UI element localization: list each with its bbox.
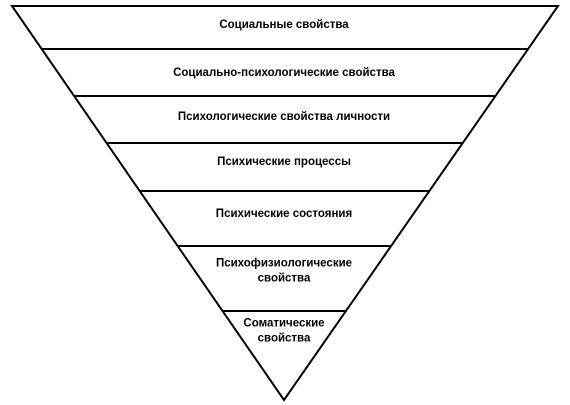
level-dividers	[41, 48, 529, 312]
level-7-label-line-1: Соматические	[243, 318, 324, 330]
pyramid-outline	[10, 5, 560, 402]
level-6-label-line-2: свойства	[258, 273, 311, 285]
level-3-label-line-1: Психологические свойства личности	[178, 111, 390, 123]
level-1-label-line-1: Социальные свойства	[219, 19, 349, 31]
level-labels: Социальные свойстваСоциально-психологиче…	[173, 19, 395, 345]
level-7-label-line-2: свойства	[258, 333, 311, 345]
level-4-label-line-1: Психические процессы	[217, 156, 351, 168]
level-6-label-line-1: Психофизиологические	[216, 258, 352, 270]
level-5-label-line-1: Психические состояния	[216, 208, 352, 220]
level-2-label-line-1: Социально-психологические свойства	[173, 67, 395, 79]
